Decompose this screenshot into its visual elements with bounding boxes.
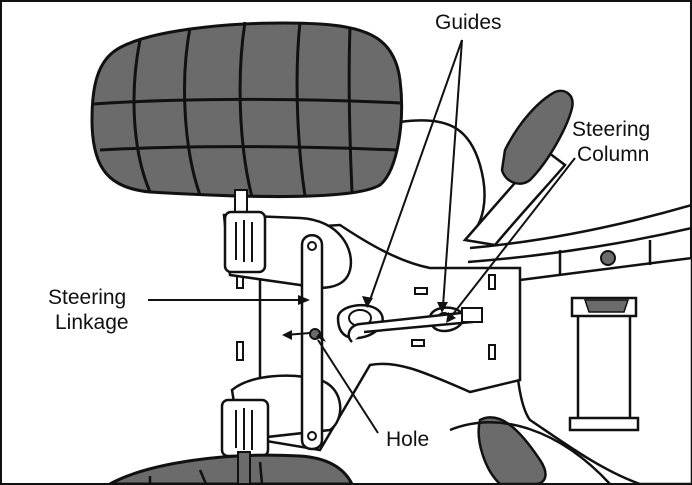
rear-tire-bottom <box>449 416 611 485</box>
guides-label: Guides <box>435 11 502 34</box>
upper-spindle <box>222 210 353 290</box>
steering-column <box>462 89 574 247</box>
leader-lines <box>148 39 576 434</box>
steering-column-label-line1: Steering <box>572 118 651 141</box>
guides-assembly <box>336 303 483 343</box>
steering-linkage-label-line1: Steering <box>48 286 127 309</box>
arrowheads <box>282 295 456 342</box>
linkage-bar <box>300 234 324 451</box>
hole-label: Hole <box>386 428 430 451</box>
front-tire-bottom <box>109 451 355 485</box>
steering-linkage-label-line2: Linkage <box>55 311 129 334</box>
front-tire-top <box>90 21 404 198</box>
cable <box>399 119 486 236</box>
steering-column-label-line2: Column <box>577 143 650 166</box>
